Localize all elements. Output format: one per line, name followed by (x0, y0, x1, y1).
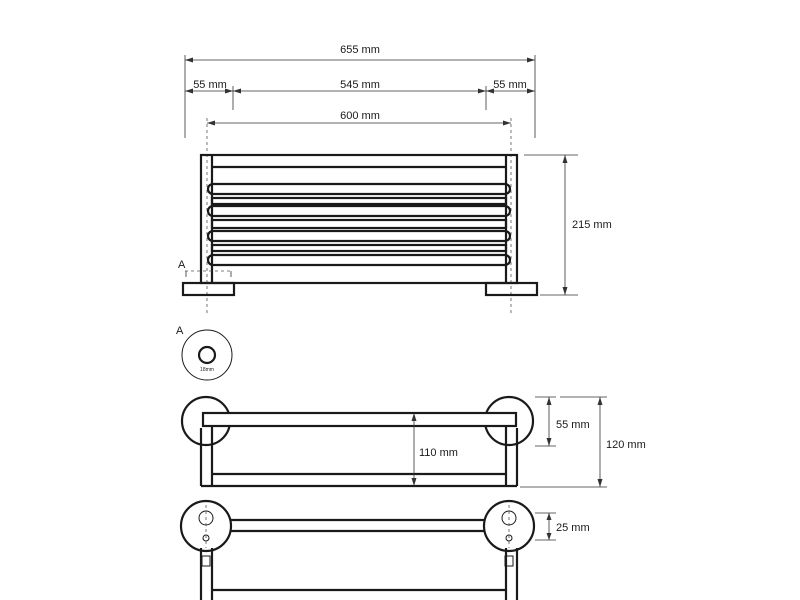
detail-a: A 18mm (176, 325, 233, 381)
dim-side-left: 55 mm (193, 79, 227, 91)
front-view: 655 mm 55 mm 545 mm 55 mm 600 mm (178, 44, 612, 315)
dim-overall-width: 655 mm (340, 44, 380, 56)
detail-flange (181, 329, 233, 381)
section-marker-a: A (178, 259, 186, 271)
dim-bottom-offset: 25 mm (556, 522, 590, 534)
dim-depth-inner: 55 mm (556, 419, 590, 431)
detail-a-title: A (176, 325, 184, 337)
bottom-view: 25 mm (179, 499, 590, 600)
dim-rail-depth: 110 mm (419, 447, 458, 459)
detail-rod-section (197, 345, 217, 365)
dim-rail-width: 600 mm (340, 110, 380, 122)
dim-depth-total: 120 mm (606, 439, 646, 451)
dim-middle-width: 545 mm (340, 79, 380, 91)
detail-hole-size: 18mm (200, 367, 214, 373)
dim-side-right: 55 mm (493, 79, 527, 91)
top-view: 110 mm 55 mm 120 mm (180, 395, 646, 488)
dim-height: 215 mm (572, 219, 612, 231)
